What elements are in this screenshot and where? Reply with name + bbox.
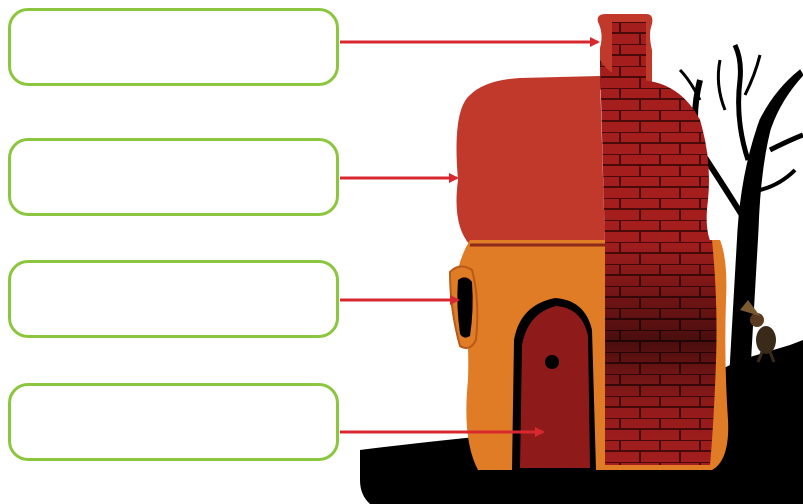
roof xyxy=(457,76,606,245)
door xyxy=(512,298,596,470)
window xyxy=(450,266,477,348)
